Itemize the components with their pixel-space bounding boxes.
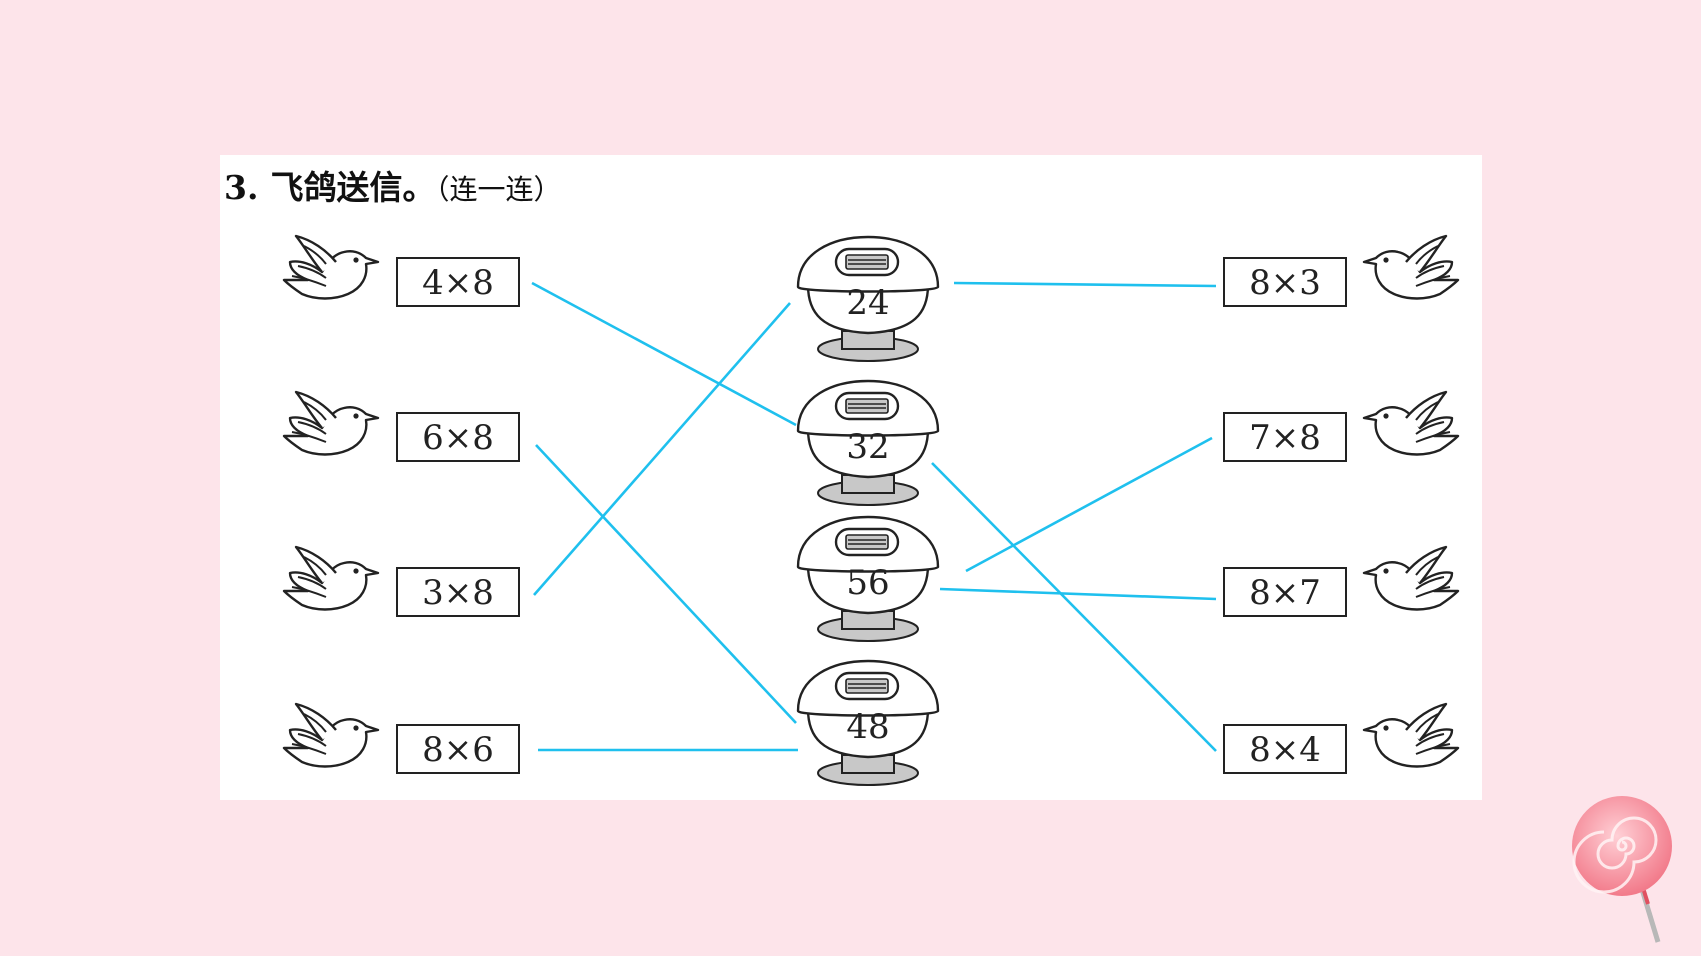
right-expression-box: 7×8 — [1223, 412, 1347, 462]
matching-diagram — [282, 234, 1460, 787]
mailbox-number: 48 — [846, 707, 890, 747]
question-number: 3. — [224, 168, 259, 207]
question-title: 3. 飞鸽送信。（连一连） — [224, 161, 561, 209]
question-hint: （连一连） — [435, 173, 562, 206]
connection-line — [953, 281, 1217, 288]
left-expression-box: 6×8 — [396, 412, 520, 462]
mailbox-number: 56 — [846, 563, 890, 603]
dove-icon — [1362, 545, 1460, 611]
dove-icon — [1362, 702, 1460, 768]
exercise-panel: 3. 飞鸽送信。（连一连） — [220, 155, 1482, 800]
right-expression-box: 8×7 — [1223, 567, 1347, 617]
mailbox-number: 32 — [846, 427, 890, 467]
dove-icon — [282, 390, 380, 456]
connection-line — [965, 436, 1213, 573]
dove-icon — [282, 545, 380, 611]
dove-icon — [282, 234, 380, 300]
lollipop-icon — [1572, 796, 1672, 943]
dove-icon — [282, 702, 380, 768]
dove-icon — [1362, 390, 1460, 456]
connection-line — [533, 302, 791, 596]
mailbox-number: 24 — [846, 283, 890, 323]
right-expression-box: 8×4 — [1223, 724, 1347, 774]
connection-line — [531, 281, 797, 427]
right-expression-box: 8×3 — [1223, 257, 1347, 307]
connection-line — [931, 462, 1217, 752]
left-expression-box: 3×8 — [396, 567, 520, 617]
connection-line — [535, 444, 797, 724]
question-text: 飞鸽送信。 — [270, 168, 436, 207]
dove-icon — [1362, 234, 1460, 300]
left-expression-box: 8×6 — [396, 724, 520, 774]
connection-line — [939, 587, 1217, 601]
left-expression-box: 4×8 — [396, 257, 520, 307]
